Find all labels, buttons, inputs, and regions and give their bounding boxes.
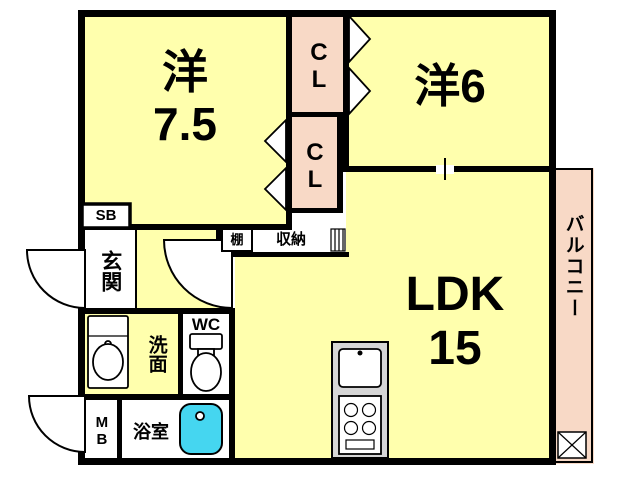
closet-label-text: CL (305, 39, 333, 93)
bathroom-label: 浴室 (122, 420, 180, 444)
closet-label-text: CL (301, 139, 329, 193)
room-west-6-area (346, 14, 552, 170)
storage-text: 収納 (275, 230, 306, 248)
meter-box-label: MB (84, 404, 118, 458)
room-label-ldk: LDK 15 (375, 262, 535, 382)
hall-ldk-door-arc (162, 239, 233, 310)
room-name-text: 洋6 (414, 60, 486, 113)
closet-bottom-area (290, 116, 340, 212)
washroom-text: 洗面 (145, 335, 167, 373)
folding-door-icon (263, 165, 287, 213)
balcony-outline (552, 168, 593, 463)
door-arcs (25, 239, 233, 454)
storage-label: 収納 (252, 229, 330, 251)
washbasin-icon (87, 315, 129, 389)
balcony-label: バルコニー (552, 184, 594, 348)
room-size-text: 15 (428, 322, 482, 375)
room-label-lines: 洋 7.5 (153, 47, 217, 150)
shoe-box-outline (80, 202, 132, 230)
closet-top-area (290, 14, 346, 116)
ldk-area-left (235, 257, 346, 462)
shoe-box-label: SB (82, 204, 130, 228)
closet-bottom-label: CL (288, 124, 340, 208)
toilet-icon (189, 333, 223, 392)
entrance-door-arc (25, 249, 86, 310)
folding-door-icon (348, 65, 372, 117)
balcony-area (552, 168, 594, 464)
shelf-text: 棚 (230, 231, 244, 247)
toilet-label: WC (183, 315, 229, 335)
bathtub-icon (179, 403, 223, 455)
room-name-text: LDK (405, 268, 505, 322)
room-west-7-5-area (82, 14, 290, 228)
storage-hatch (330, 228, 346, 252)
washroom-label: 洗面 (134, 318, 178, 390)
balcony-label-text: バルコニー (562, 213, 584, 319)
closet-folding-doors (263, 13, 372, 213)
meter-box-door-arc (27, 395, 86, 454)
room-size-text: 7.5 (153, 98, 217, 150)
entrance-label: 玄関 (88, 236, 132, 306)
folding-door-icon (348, 13, 372, 65)
meter-box-text: MB (93, 414, 111, 448)
room-name-text: 洋 (161, 46, 208, 99)
walls (78, 10, 556, 465)
shoe-box-text: SB (95, 206, 117, 224)
closet-top-label: CL (290, 22, 346, 110)
entrance-text: 玄関 (98, 250, 122, 292)
room-label-lines: LDK 15 (406, 268, 505, 376)
kitchen-counter-icon (331, 341, 389, 459)
shelf-label: 棚 (222, 229, 252, 251)
room-label-west-7-5: 洋 7.5 (95, 36, 275, 162)
folding-door-icon (263, 117, 287, 165)
sliding-door-icon (436, 158, 454, 180)
outdoor-unit-icon (557, 431, 587, 459)
room-label-west-6: 洋6 (350, 58, 550, 116)
shelf-outline (221, 228, 253, 252)
toilet-text: WC (191, 315, 221, 335)
bathroom-text: 浴室 (133, 421, 169, 442)
